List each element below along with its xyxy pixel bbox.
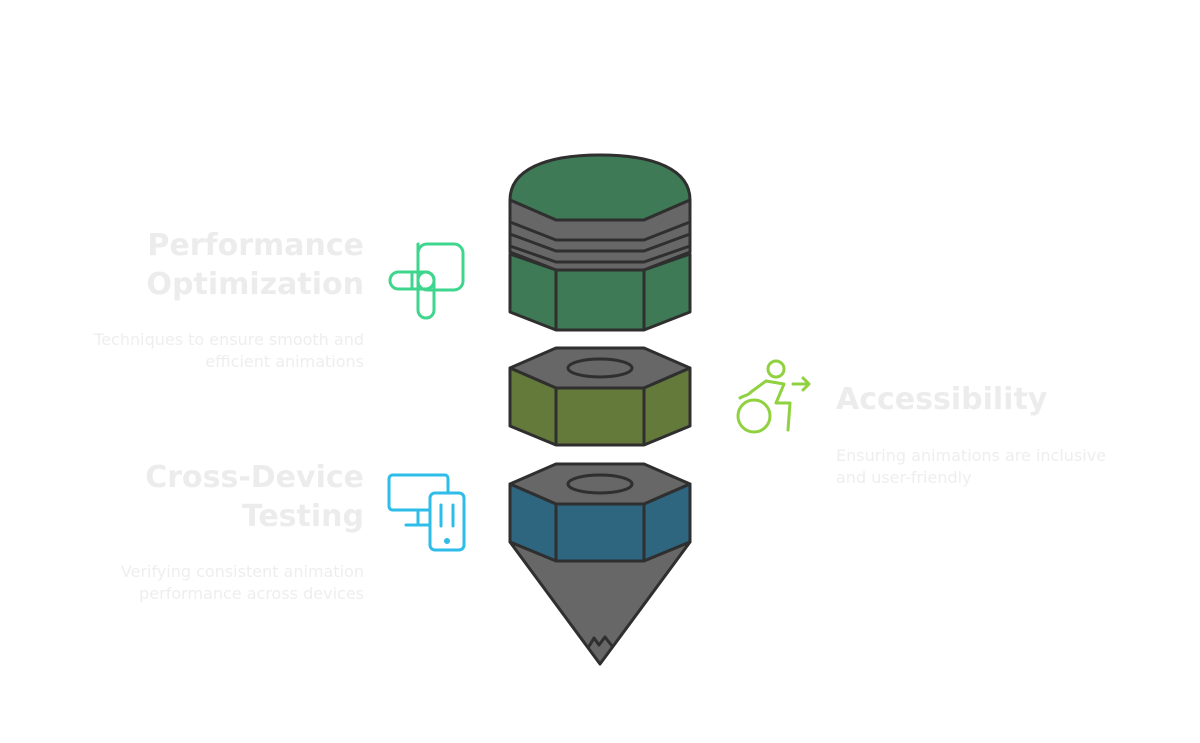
title-line: Cross-Device xyxy=(145,460,364,495)
ring-line xyxy=(509,244,691,264)
item-title-accessibility: Accessibility xyxy=(836,380,1176,419)
description-line: and user-friendly xyxy=(836,468,972,487)
description-line: Techniques to ensure smooth and xyxy=(94,330,364,349)
devices-icon xyxy=(387,473,466,552)
description-line: Ensuring animations are inclusive xyxy=(836,446,1107,465)
top-cap xyxy=(508,153,692,222)
pencil-tip xyxy=(508,540,692,666)
ring-line xyxy=(509,220,691,242)
description-line: efficient animations xyxy=(205,352,364,371)
title-line: Performance xyxy=(147,228,364,263)
segment-bottom xyxy=(508,462,692,666)
title-line: Accessibility xyxy=(836,382,1048,417)
pipe-flow-icon xyxy=(388,242,465,320)
item-title-performance-optimization: Performance Optimization xyxy=(44,226,364,304)
item-description-cross-device-testing: Verifying consistent animation performan… xyxy=(0,561,364,605)
segment-middle xyxy=(508,346,692,447)
nut-hole xyxy=(566,357,634,379)
title-line: Optimization xyxy=(146,267,364,302)
item-description-accessibility: Ensuring animations are inclusive and us… xyxy=(836,445,1186,489)
segment-top xyxy=(508,153,692,332)
ring-line xyxy=(509,232,691,253)
description-line: Verifying consistent animation xyxy=(120,562,364,581)
nut-hole xyxy=(566,473,634,495)
title-line: Testing xyxy=(241,499,364,534)
item-title-cross-device-testing: Cross-Device Testing xyxy=(44,458,364,536)
description-line: performance across devices xyxy=(139,584,364,603)
wheelchair-icon xyxy=(736,359,811,434)
tip-chip xyxy=(586,635,614,649)
item-description-performance-optimization: Techniques to ensure smooth and efficien… xyxy=(0,329,364,373)
